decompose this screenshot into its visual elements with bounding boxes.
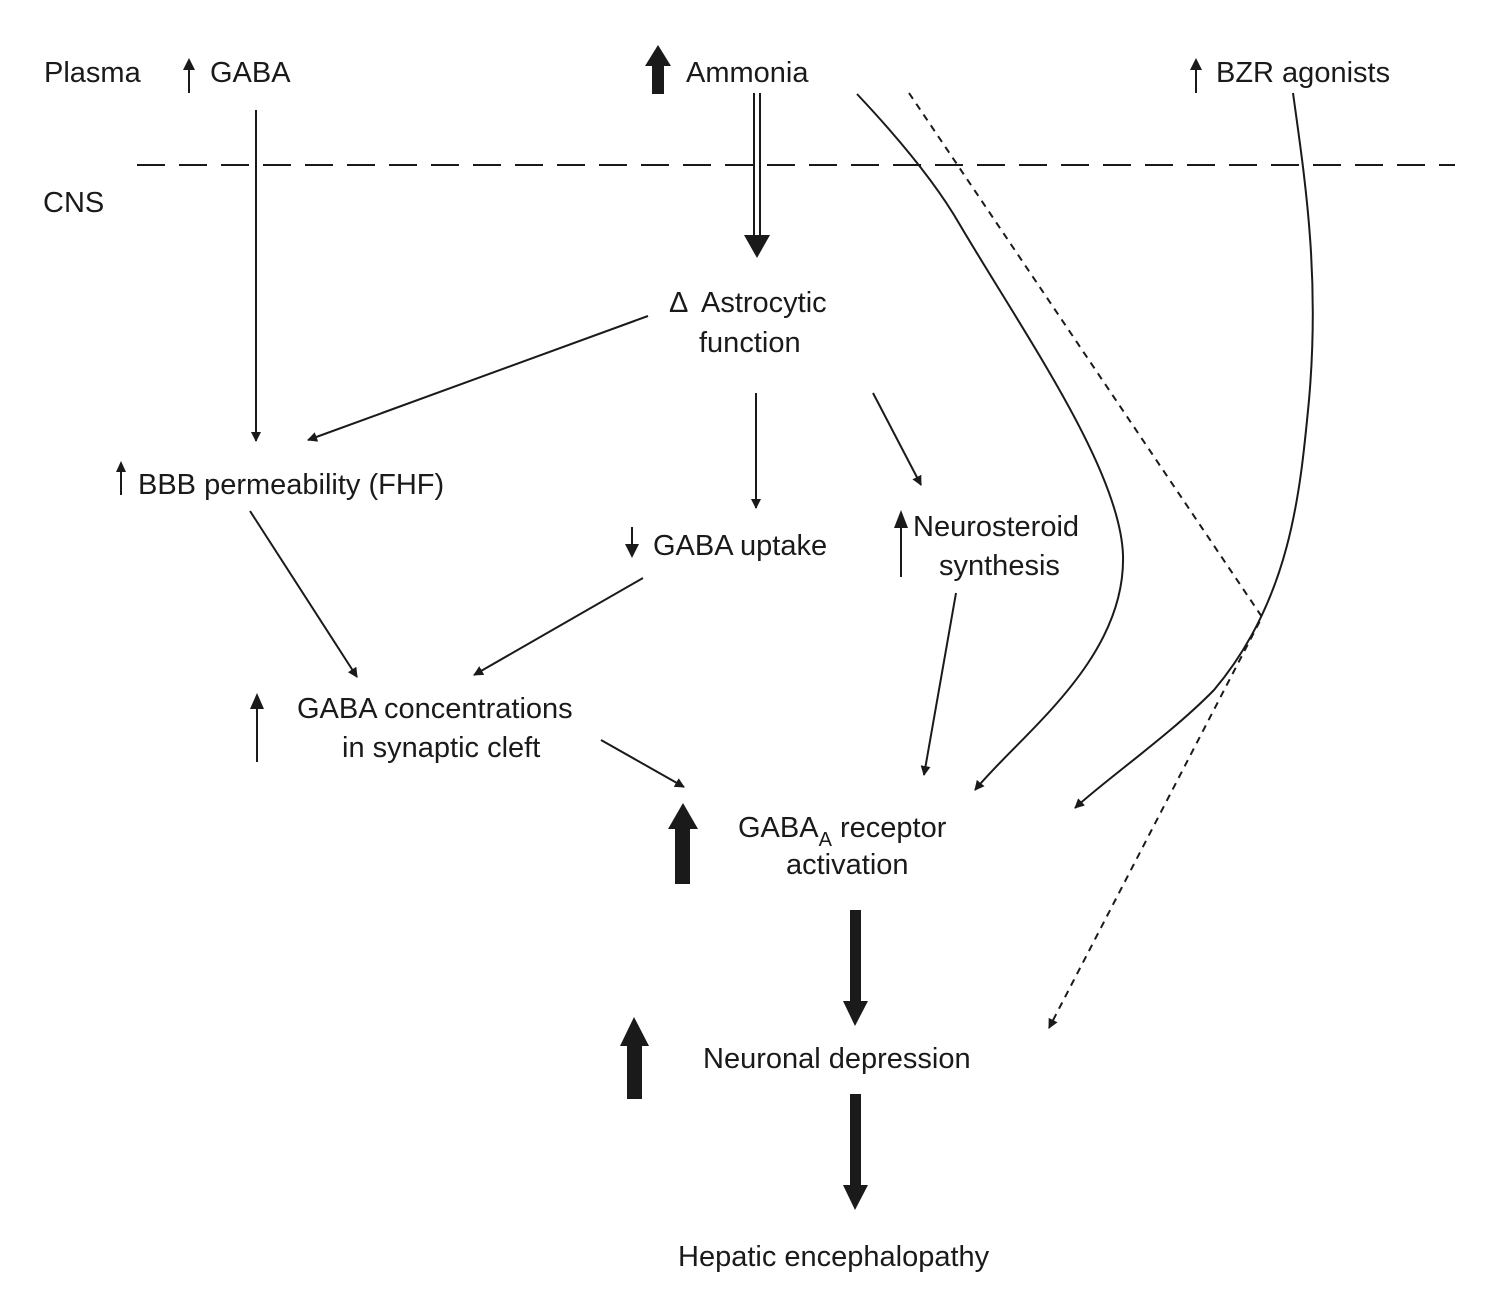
node-gabaa-receptor-activation: GABAA receptor activation — [668, 803, 947, 884]
edge-bbb-to-gaba-concentrations — [249, 510, 358, 678]
node-neurosteroid-synthesis: Neurosteroid synthesis — [894, 510, 1079, 582]
plasma-compartment-label: Plasma — [44, 57, 142, 89]
increase-arrow-icon — [183, 58, 195, 93]
svg-text:Neurosteroid: Neurosteroid — [913, 511, 1079, 543]
decrease-arrow-icon — [625, 527, 639, 558]
edge-gaba-concentrations-to-gabaa-receptor — [600, 739, 685, 788]
node-gaba-uptake: GABA uptake — [625, 527, 827, 562]
svg-text:GABA concentrations: GABA concentrations — [297, 693, 573, 725]
svg-text:GABA uptake: GABA uptake — [653, 530, 827, 562]
edge-bzr-to-gabaa-receptor — [1074, 92, 1314, 809]
node-astrocytic-function: Δ Astrocytic function — [669, 287, 827, 359]
cns-compartment-label: CNS — [43, 187, 104, 219]
increase-arrow-icon — [116, 461, 126, 495]
edge-neurosteroid-to-gabaa-receptor — [920, 592, 957, 776]
edge-ammonia-to-astrocytic — [744, 93, 770, 258]
edge-astrocytic-to-bbb — [307, 315, 649, 442]
strong-increase-arrow-icon — [645, 45, 671, 94]
edge-ammonia-to-gabaa-receptor — [856, 93, 1125, 791]
strong-increase-arrow-icon — [668, 803, 698, 884]
svg-text:activation: activation — [786, 849, 909, 881]
svg-text:function: function — [699, 327, 801, 359]
node-neuronal-depression: Neuronal depression — [620, 1017, 971, 1099]
svg-text:Neuronal depression: Neuronal depression — [703, 1043, 971, 1075]
strong-increase-arrow-icon — [620, 1017, 649, 1099]
increase-arrow-icon — [250, 693, 264, 762]
svg-text:Astrocytic: Astrocytic — [701, 287, 827, 319]
edge-neuronal-depression-to-hepatic-encephalopathy — [843, 1094, 868, 1210]
increase-arrow-icon — [1190, 58, 1202, 93]
edge-ammonia-to-neuronal-depression — [908, 92, 1264, 1029]
increase-arrow-icon — [894, 510, 908, 577]
svg-text:GABA: GABA — [210, 57, 291, 89]
svg-text:synthesis: synthesis — [939, 550, 1060, 582]
node-gaba-concentrations: GABA concentrations in synaptic cleft — [250, 693, 573, 764]
node-bbb-permeability: BBB permeability (FHF) — [116, 461, 444, 501]
edge-astrocytic-to-neurosteroid — [872, 392, 922, 486]
svg-text:BBB permeability (FHF): BBB permeability (FHF) — [138, 469, 444, 501]
delta-icon: Δ — [669, 287, 688, 319]
node-ammonia: Ammonia — [645, 45, 809, 94]
edge-gaba-uptake-to-gaba-concentrations — [473, 577, 644, 676]
node-bzr-agonists: BZR agonists — [1190, 57, 1390, 93]
svg-text:BZR agonists: BZR agonists — [1216, 57, 1390, 89]
svg-text:Ammonia: Ammonia — [686, 57, 809, 89]
svg-text:in synaptic cleft: in synaptic cleft — [342, 732, 540, 764]
node-hepatic-encephalopathy: Hepatic encephalopathy — [678, 1241, 990, 1273]
svg-text:Hepatic encephalopathy: Hepatic encephalopathy — [678, 1241, 990, 1273]
edge-gabaa-receptor-to-neuronal-depression — [843, 910, 868, 1026]
svg-text:GABAA receptor: GABAA receptor — [738, 812, 947, 851]
node-plasma-gaba: GABA — [183, 57, 291, 93]
